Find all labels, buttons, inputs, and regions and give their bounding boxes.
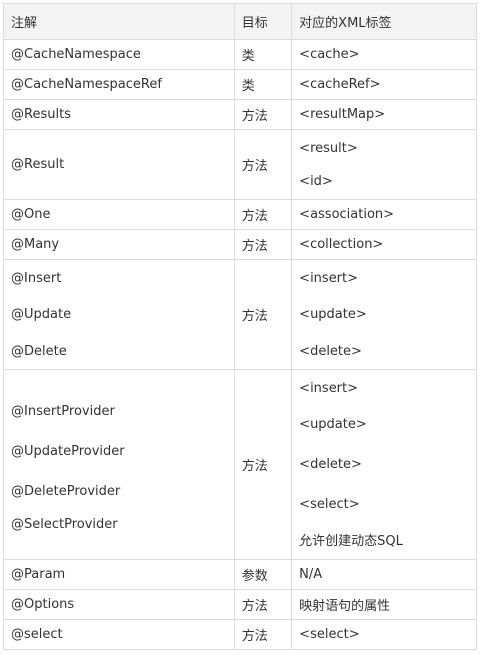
annotation-line: @SelectProvider bbox=[11, 516, 118, 532]
xml-tag-line: <insert> bbox=[299, 270, 359, 286]
annotation-cell: @Many bbox=[3, 229, 235, 260]
annotation-cell: @Result bbox=[3, 129, 235, 200]
annotation-cell: @One bbox=[3, 199, 235, 230]
target-cell: 方法 bbox=[233, 369, 293, 560]
xml-tag-line: 允许创建动态SQL bbox=[299, 533, 403, 549]
xml-tag-cell: <select> bbox=[291, 619, 477, 650]
target-cell: 方法 bbox=[233, 259, 293, 370]
xml-tag-cell: <cacheRef> bbox=[291, 69, 477, 100]
xml-tag-line: <update> bbox=[299, 306, 367, 322]
annotation-line: @Update bbox=[11, 306, 72, 322]
target-cell: 类 bbox=[233, 69, 293, 100]
annotation-cell: @CacheNamespace bbox=[3, 39, 235, 70]
annotation-mapping-table: 注解 目标 对应的XML标签 @CacheNamespace 类 <cache>… bbox=[3, 3, 477, 650]
annotation-cell: @Options bbox=[3, 589, 235, 620]
xml-tag-line: <select> bbox=[299, 496, 360, 512]
annotation-line: @InsertProvider bbox=[11, 403, 115, 419]
annotation-cell: @Insert @Update @Delete bbox=[3, 259, 235, 370]
xml-tag-cell: <insert> <update> <delete> bbox=[291, 259, 477, 370]
xml-tag-line: <id> bbox=[299, 173, 333, 189]
annotation-line: @DeleteProvider bbox=[11, 483, 121, 499]
table-row: @InsertProvider @UpdateProvider @DeleteP… bbox=[3, 369, 477, 560]
target-cell: 方法 bbox=[233, 129, 293, 200]
table-row: @Result 方法 <result> <id> bbox=[3, 129, 477, 200]
header-xml-tag: 对应的XML标签 bbox=[291, 3, 477, 40]
table-row: @Results 方法 <resultMap> bbox=[3, 99, 477, 130]
table-row: @select 方法 <select> bbox=[3, 619, 477, 650]
annotation-cell: @InsertProvider @UpdateProvider @DeleteP… bbox=[3, 369, 235, 560]
xml-tag-line: <result> bbox=[299, 140, 358, 156]
header-target: 目标 bbox=[233, 3, 293, 40]
target-cell: 方法 bbox=[233, 229, 293, 260]
annotation-line: @Delete bbox=[11, 343, 67, 359]
table-row: @CacheNamespaceRef 类 <cacheRef> bbox=[3, 69, 477, 100]
xml-tag-cell: <association> bbox=[291, 199, 477, 230]
table-header-row: 注解 目标 对应的XML标签 bbox=[3, 3, 477, 40]
target-cell: 方法 bbox=[233, 589, 293, 620]
table-row: @Options 方法 映射语句的属性 bbox=[3, 589, 477, 620]
xml-tag-line: <update> bbox=[299, 416, 367, 432]
target-cell: 方法 bbox=[233, 619, 293, 650]
target-cell: 类 bbox=[233, 39, 293, 70]
xml-tag-cell: <cache> bbox=[291, 39, 477, 70]
table-row: @CacheNamespace 类 <cache> bbox=[3, 39, 477, 70]
xml-tag-line: <delete> bbox=[299, 456, 362, 472]
annotation-cell: @Param bbox=[3, 559, 235, 590]
target-cell: 参数 bbox=[233, 559, 293, 590]
annotation-line: @UpdateProvider bbox=[11, 443, 125, 459]
table-row: @Insert @Update @Delete 方法 <insert> <upd… bbox=[3, 259, 477, 370]
xml-tag-cell: 映射语句的属性 bbox=[291, 589, 477, 620]
xml-tag-line: <insert> bbox=[299, 380, 359, 396]
target-cell: 方法 bbox=[233, 199, 293, 230]
table-row: @Param 参数 N/A bbox=[3, 559, 477, 590]
xml-tag-cell: <collection> bbox=[291, 229, 477, 260]
table-row: @Many 方法 <collection> bbox=[3, 229, 477, 260]
annotation-cell: @CacheNamespaceRef bbox=[3, 69, 235, 100]
xml-tag-cell: <resultMap> bbox=[291, 99, 477, 130]
header-annotation: 注解 bbox=[3, 3, 235, 40]
target-cell: 方法 bbox=[233, 99, 293, 130]
xml-tag-cell: N/A bbox=[291, 559, 477, 590]
annotation-cell: @Results bbox=[3, 99, 235, 130]
xml-tag-line: <delete> bbox=[299, 343, 362, 359]
xml-tag-cell: <result> <id> bbox=[291, 129, 477, 200]
annotation-cell: @select bbox=[3, 619, 235, 650]
table-row: @One 方法 <association> bbox=[3, 199, 477, 230]
xml-tag-cell: <insert> <update> <delete> <select> 允许创建… bbox=[291, 369, 477, 560]
annotation-line: @Insert bbox=[11, 270, 62, 286]
